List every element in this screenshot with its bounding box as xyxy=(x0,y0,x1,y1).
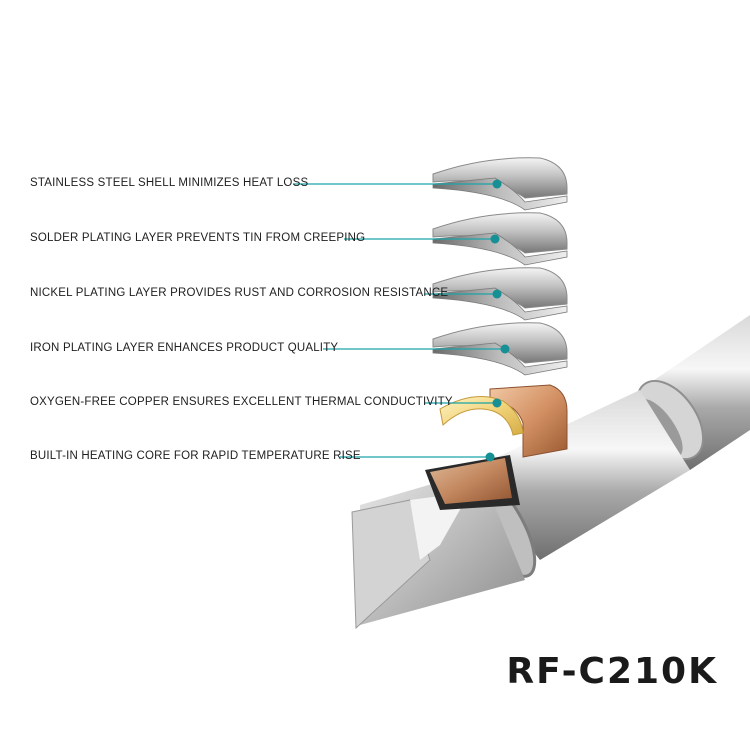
tip-shaft xyxy=(470,390,690,560)
layer-sheet-inner xyxy=(432,342,568,376)
gold-layer-arc xyxy=(439,396,524,436)
leader-dot-2 xyxy=(490,234,500,244)
layer-label-1: STAINLESS STEEL SHELL MINIMIZES HEAT LOS… xyxy=(30,177,309,189)
copper-layer-block xyxy=(489,384,568,458)
leader-dot-4 xyxy=(500,344,510,354)
leader-dot-1 xyxy=(492,179,502,189)
layer-shapes xyxy=(432,157,568,458)
layer-shape-4 xyxy=(432,322,568,376)
tip-assembly xyxy=(351,315,750,630)
layer-shape-1 xyxy=(432,157,568,211)
layer-label-2: SOLDER PLATING LAYER PREVENTS TIN FROM C… xyxy=(30,232,366,244)
layer-label-5: OXYGEN-FREE COPPER ENSURES EXCELLENT THE… xyxy=(30,396,453,408)
model-name: RF-C210K xyxy=(506,651,718,692)
layer-sheet-inner xyxy=(432,177,568,211)
layer-label-6: BUILT-IN HEATING CORE FOR RAPID TEMPERAT… xyxy=(30,450,361,462)
leader-dot-5 xyxy=(492,398,502,408)
leader-dot-3 xyxy=(492,289,502,299)
layer-sheet-inner xyxy=(432,287,568,321)
leader-lines xyxy=(293,179,510,462)
leader-dot-6 xyxy=(485,452,495,462)
layer-shape-3 xyxy=(432,267,568,321)
heating-core xyxy=(430,458,512,504)
layer-sheet-inner xyxy=(432,232,568,266)
tip-blade xyxy=(351,499,431,630)
layer-shape-2 xyxy=(432,212,568,266)
layer-shape-5 xyxy=(439,384,568,458)
layer-label-3: NICKEL PLATING LAYER PROVIDES RUST AND C… xyxy=(30,287,449,299)
layer-label-4: IRON PLATING LAYER ENHANCES PRODUCT QUAL… xyxy=(30,342,339,354)
